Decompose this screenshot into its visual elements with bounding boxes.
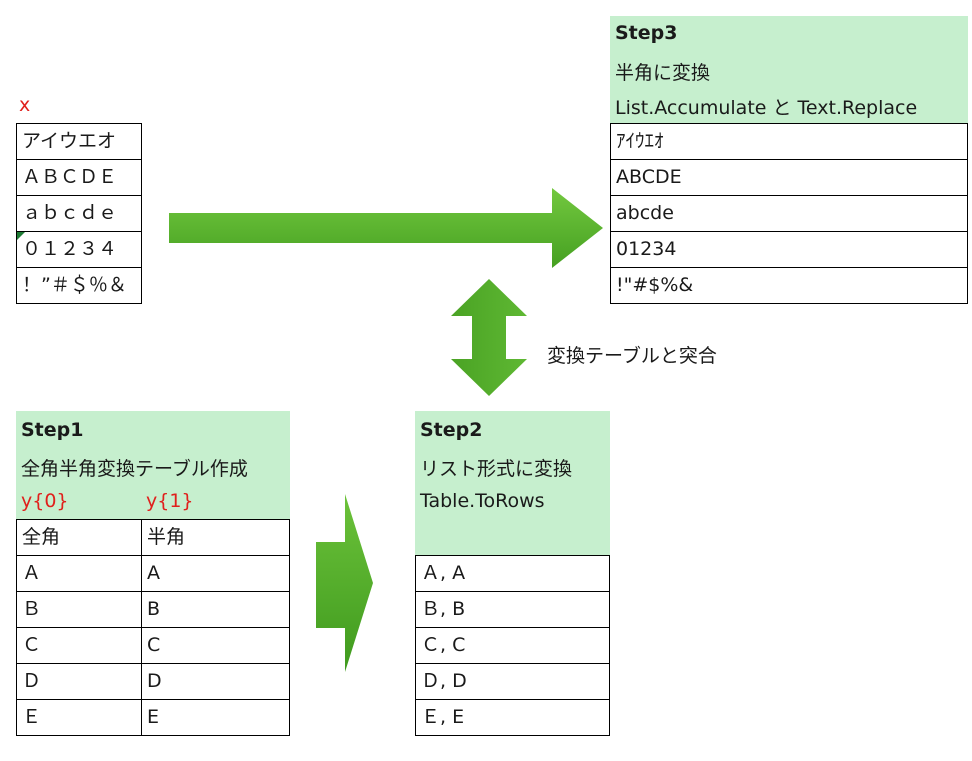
list-item: Ｃ, C xyxy=(415,627,610,664)
step2-header: Step2 リスト形式に変換 Table.ToRows xyxy=(415,411,610,556)
table-cell: A xyxy=(141,555,290,592)
step2-description: リスト形式に変換 xyxy=(420,458,573,480)
list-item: Ａ, A xyxy=(415,555,610,592)
list-item: ０１２３４ xyxy=(16,231,142,268)
table-cell: E xyxy=(141,699,290,736)
step1-title: Step1 xyxy=(21,419,84,441)
column-label-0: y{0} xyxy=(21,490,69,512)
step3-title: Step3 xyxy=(615,22,678,44)
list-item: Ｄ, D xyxy=(415,663,610,700)
source-x-label: x xyxy=(19,94,31,116)
list-item: 01234 xyxy=(610,231,968,268)
list-item: Ｂ, B xyxy=(415,591,610,628)
table-cell: D xyxy=(141,663,290,700)
step3-description: 半角に変換 xyxy=(615,62,711,84)
double-arrow-icon xyxy=(451,279,527,396)
step1-description: 全角半角変換テーブル作成 xyxy=(21,458,248,480)
step3-header: Step3 半角に変換 List.Accumulate と Text.Repla… xyxy=(610,16,968,124)
step1-header: Step1 全角半角変換テーブル作成 y{0} y{1} xyxy=(16,411,290,520)
cell-comment-marker-icon xyxy=(17,232,25,240)
list-item: !"#$%& xyxy=(610,267,968,304)
list-item: ｱｲｳｴｵ xyxy=(610,123,968,160)
list-item: Ｅ, E xyxy=(415,699,610,736)
table-cell: 半角 xyxy=(141,519,290,556)
list-item: ！”＃＄％＆ xyxy=(16,267,142,304)
step3-method: List.Accumulate と Text.Replace xyxy=(615,97,918,119)
table-cell: Ｄ xyxy=(16,663,142,700)
list-item: abcde xyxy=(610,195,968,232)
chevron-right-icon xyxy=(316,494,373,672)
step2-title: Step2 xyxy=(420,419,483,441)
step2-method: Table.ToRows xyxy=(420,490,545,512)
list-item: ABCDE xyxy=(610,159,968,196)
right-arrow-icon xyxy=(169,188,603,268)
column-label-1: y{1} xyxy=(146,490,194,512)
table-cell: Ｅ xyxy=(16,699,142,736)
table-cell: Ｂ xyxy=(16,591,142,628)
table-cell: 全角 xyxy=(16,519,142,556)
compare-label: 変換テーブルと突合 xyxy=(547,345,717,367)
table-cell: Ａ xyxy=(16,555,142,592)
list-item: ＡＢＣＤＥ xyxy=(16,159,142,196)
list-item: ａｂｃｄｅ xyxy=(16,195,142,232)
list-item: アイウエオ xyxy=(16,123,142,160)
table-cell: Ｃ xyxy=(16,627,142,664)
table-cell: C xyxy=(141,627,290,664)
table-cell: B xyxy=(141,591,290,628)
